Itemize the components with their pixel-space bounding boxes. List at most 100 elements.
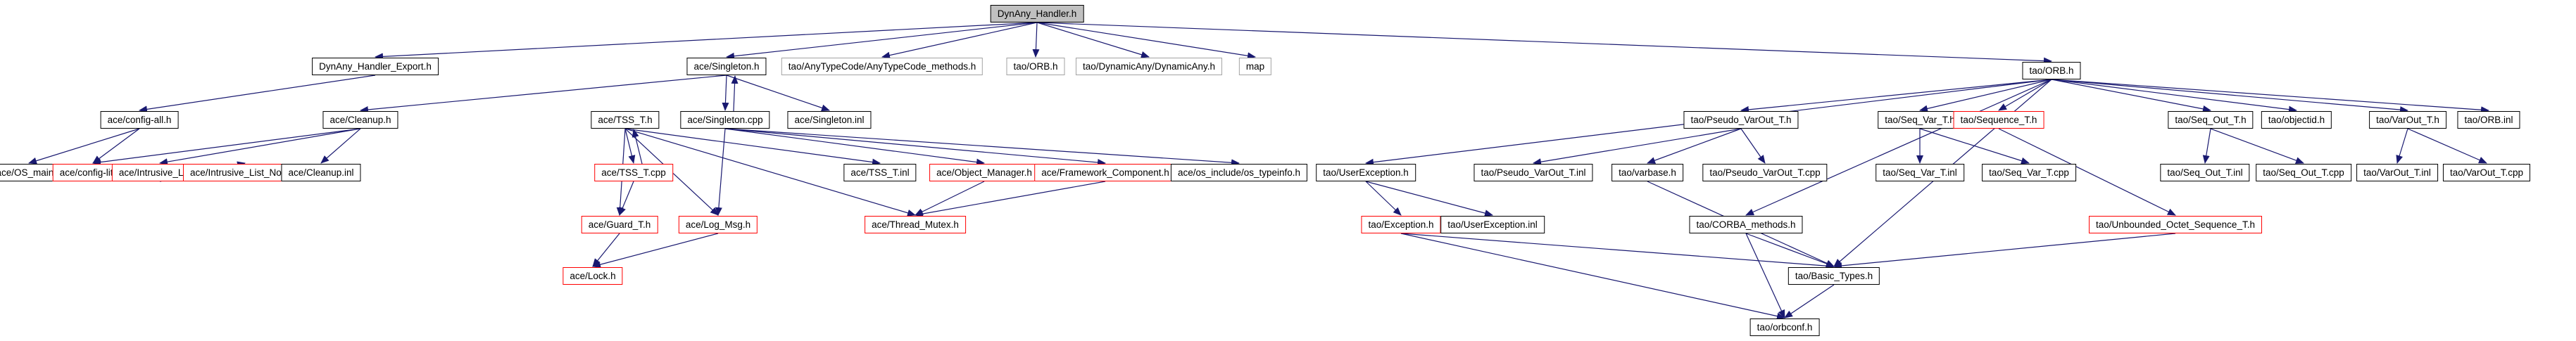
edge-config-all-to-config-lite bbox=[92, 128, 140, 164]
edge-singleton-cpp-to-os-typeinfo bbox=[724, 128, 1240, 167]
edge-varout-h-to-varout-inl bbox=[2396, 128, 2408, 164]
edge-singleton-cpp-to-singleton-h bbox=[731, 75, 739, 112]
node-singleton-inl[interactable]: ace/Singleton.inl bbox=[787, 111, 872, 129]
node-orb-dup[interactable]: tao/ORB.h bbox=[1006, 58, 1065, 75]
node-singleton-h[interactable]: ace/Singleton.h bbox=[686, 58, 767, 75]
node-object-manager[interactable]: ace/Object_Manager.h bbox=[929, 164, 1039, 181]
node-pseudo-varout-inl[interactable]: tao/Pseudo_VarOut_T.inl bbox=[1474, 164, 1593, 181]
edge-orb-to-corba-methods bbox=[1745, 79, 2052, 216]
edge-dynany-handler-to-export bbox=[375, 22, 1038, 60]
edge-pseudo-varout-h-to-pseudo-varout-cpp bbox=[1740, 128, 1766, 164]
edge-seq-var-h-to-seq-var-cpp bbox=[1919, 128, 2030, 165]
edge-tss-t-h-to-tss-t-cpp bbox=[624, 128, 636, 164]
node-varout-cpp[interactable]: tao/VarOut_T.cpp bbox=[2442, 164, 2531, 181]
edge-seq-out-h-to-seq-out-cpp bbox=[2210, 128, 2304, 164]
node-seq-var-cpp[interactable]: tao/Seq_Var_T.cpp bbox=[1982, 164, 2076, 181]
node-tss-t-h[interactable]: ace/TSS_T.h bbox=[591, 111, 660, 129]
edge-orb-to-objectid bbox=[2051, 79, 2297, 113]
edge-tss-t-cpp-to-tss-t-h bbox=[632, 129, 643, 165]
node-cleanup-h[interactable]: ace/Cleanup.h bbox=[322, 111, 398, 129]
edge-pseudo-varout-h-to-pseudo-varout-inl bbox=[1533, 128, 1742, 166]
edge-tss-t-h-to-thread-mutex bbox=[624, 128, 916, 217]
node-map[interactable]: map bbox=[1238, 58, 1272, 75]
edge-orb-to-orb-inl bbox=[2051, 79, 2489, 114]
edge-orb-to-sequence-t bbox=[1998, 79, 2052, 111]
edge-orb-to-pseudo-varout-h bbox=[1740, 79, 2052, 113]
edge-framework-component-to-thread-mutex bbox=[915, 181, 1106, 217]
node-unbounded[interactable]: tao/Unbounded_Octet_Sequence_T.h bbox=[2089, 216, 2262, 233]
edge-orb-to-varout-h bbox=[2051, 79, 2408, 114]
edge-dynany-handler-to-orb-dup bbox=[1032, 22, 1040, 58]
edge-corba-methods-to-orbconf bbox=[1745, 233, 1785, 319]
node-seq-out-cpp[interactable]: tao/Seq_Out_T.cpp bbox=[2256, 164, 2351, 181]
edge-cleanup-h-to-config-lite bbox=[92, 128, 361, 166]
edge-singleton-h-to-cleanup-h bbox=[360, 75, 727, 113]
node-corba-methods[interactable]: tao/CORBA_methods.h bbox=[1689, 216, 1803, 233]
edge-dynany-handler-to-singleton-h bbox=[726, 22, 1038, 60]
node-orbconf[interactable]: tao/orbconf.h bbox=[1749, 319, 1820, 336]
node-varout-inl[interactable]: tao/VarOut_T.inl bbox=[2356, 164, 2438, 181]
node-cleanup-inl[interactable]: ace/Cleanup.inl bbox=[281, 164, 361, 181]
edge-singleton-h-to-singleton-cpp bbox=[722, 75, 729, 111]
edge-object-manager-to-thread-mutex bbox=[915, 181, 985, 216]
edge-sequence-t-to-unbounded bbox=[1998, 128, 2176, 216]
edge-singleton-cpp-to-object-manager bbox=[724, 128, 985, 166]
node-varbase[interactable]: tao/varbase.h bbox=[1611, 164, 1683, 181]
node-config-all[interactable]: ace/config-all.h bbox=[100, 111, 179, 129]
edge-basic-types-to-orbconf bbox=[1784, 284, 1835, 319]
node-pseudo-varout-h[interactable]: tao/Pseudo_VarOut_T.h bbox=[1683, 111, 1799, 129]
node-guard-t[interactable]: ace/Guard_T.h bbox=[581, 216, 658, 233]
edge-config-all-to-os-main bbox=[28, 128, 140, 165]
edge-exception-to-basic-types bbox=[1400, 233, 1835, 270]
node-varout-h[interactable]: tao/VarOut_T.h bbox=[2369, 111, 2446, 129]
edge-singleton-cpp-to-log-msg bbox=[715, 128, 726, 216]
edge-guard-t-to-lock bbox=[592, 233, 620, 267]
edge-seq-out-h-to-seq-out-inl bbox=[2202, 128, 2211, 164]
edge-tss-t-h-to-tss-t-inl bbox=[624, 128, 881, 166]
edge-orb-to-seq-out-h bbox=[2051, 79, 2211, 112]
edge-tss-t-cpp-to-guard-t bbox=[619, 181, 634, 216]
node-orb-inl[interactable]: tao/ORB.inl bbox=[2457, 111, 2520, 129]
node-anytypecode[interactable]: tao/AnyTypeCode/AnyTypeCode_methods.h bbox=[781, 58, 984, 75]
node-orb[interactable]: tao/ORB.h bbox=[2022, 62, 2081, 79]
node-seq-out-h[interactable]: tao/Seq_Out_T.h bbox=[2168, 111, 2254, 129]
edge-corba-methods-to-basic-types bbox=[1745, 233, 1835, 267]
node-log-msg[interactable]: ace/Log_Msg.h bbox=[678, 216, 758, 233]
node-seq-out-inl[interactable]: tao/Seq_Out_T.inl bbox=[2160, 164, 2250, 181]
edge-userexception-h-to-exception bbox=[1365, 181, 1402, 216]
node-sequence-t[interactable]: tao/Sequence_T.h bbox=[1953, 111, 2044, 129]
node-seq-var-h[interactable]: tao/Seq_Var_T.h bbox=[1878, 111, 1962, 129]
edge-singleton-h-to-singleton-inl bbox=[726, 75, 830, 112]
edge-unbounded-to-basic-types bbox=[1833, 233, 2176, 269]
node-dynamicany[interactable]: tao/DynamicAny/DynamicAny.h bbox=[1075, 58, 1223, 75]
node-lock[interactable]: ace/Lock.h bbox=[563, 267, 623, 285]
node-userexception-h[interactable]: tao/UserException.h bbox=[1316, 164, 1416, 181]
node-dynany-handler[interactable]: DynAny_Handler.h bbox=[990, 5, 1084, 22]
edge-varout-h-to-varout-cpp bbox=[2407, 128, 2487, 164]
edge-export-to-config-all bbox=[139, 75, 376, 113]
node-singleton-cpp[interactable]: ace/Singleton.cpp bbox=[680, 111, 770, 129]
node-thread-mutex[interactable]: ace/Thread_Mutex.h bbox=[865, 216, 966, 233]
node-tss-t-cpp[interactable]: ace/TSS_T.cpp bbox=[594, 164, 673, 181]
edge-log-msg-to-lock bbox=[592, 233, 719, 269]
node-basic-types[interactable]: tao/Basic_Types.h bbox=[1788, 267, 1880, 285]
edge-userexception-h-to-userexception-inl bbox=[1365, 181, 1493, 217]
edge-orb-to-seq-var-h bbox=[1919, 79, 2052, 112]
edge-exception-to-orbconf bbox=[1400, 233, 1785, 320]
node-framework-component[interactable]: ace/Framework_Component.h bbox=[1034, 164, 1176, 181]
node-export[interactable]: DynAny_Handler_Export.h bbox=[312, 58, 439, 75]
edge-singleton-cpp-to-framework-component bbox=[724, 128, 1106, 166]
node-pseudo-varout-cpp[interactable]: tao/Pseudo_VarOut_T.cpp bbox=[1702, 164, 1828, 181]
node-os-typeinfo[interactable]: ace/os_include/os_typeinfo.h bbox=[1170, 164, 1308, 181]
edge-pseudo-varout-h-to-varbase bbox=[1647, 128, 1742, 164]
edge-dynany-handler-to-dynamicany bbox=[1036, 22, 1150, 58]
edge-cleanup-h-to-cleanup-inl bbox=[320, 128, 361, 164]
node-userexception-inl[interactable]: tao/UserException.inl bbox=[1440, 216, 1545, 233]
node-objectid[interactable]: tao/objectid.h bbox=[2261, 111, 2332, 129]
node-seq-var-inl[interactable]: tao/Seq_Var_T.inl bbox=[1876, 164, 1964, 181]
node-tss-t-inl[interactable]: ace/TSS_T.inl bbox=[843, 164, 917, 181]
node-exception[interactable]: tao/Exception.h bbox=[1361, 216, 1441, 233]
edge-cleanup-h-to-intrusive-list bbox=[159, 128, 361, 166]
